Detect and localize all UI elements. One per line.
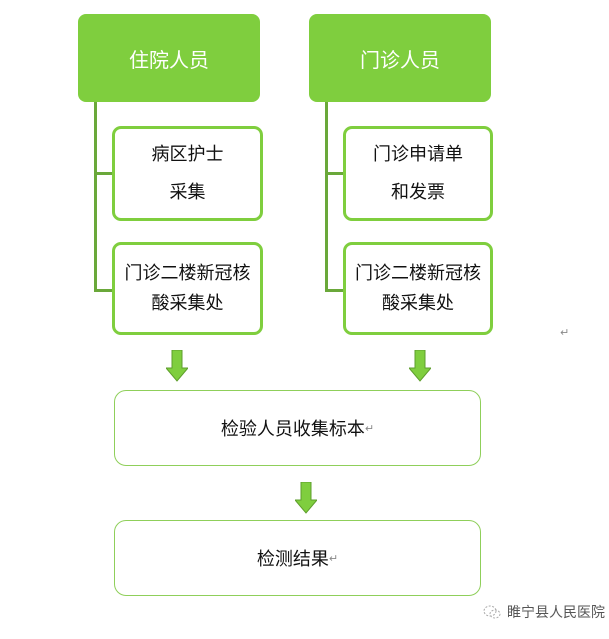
- outpatient-header: 门诊人员: [309, 14, 491, 102]
- down-arrow-icon: [166, 350, 188, 382]
- box-text: 检验人员收集标本: [220, 419, 365, 440]
- outpatient-form-box: 门诊申请单和发票: [343, 126, 493, 221]
- box-text: 和发票: [391, 181, 445, 203]
- connector-branch: [94, 172, 114, 175]
- watermark: 睢宁县人民医院: [483, 602, 605, 622]
- box-text: 检测结果: [256, 549, 329, 570]
- connector-line: [325, 102, 328, 292]
- down-arrow-icon: [409, 350, 431, 382]
- connector-branch: [325, 172, 345, 175]
- box-text: 采集: [169, 181, 206, 203]
- box-text: 酸采集处: [151, 292, 224, 314]
- paragraph-mark: ↵: [560, 326, 570, 339]
- down-arrow-icon: [295, 482, 317, 514]
- connector-line: [94, 102, 97, 292]
- outpatient-floor2-box: 门诊二楼新冠核酸采集处: [343, 242, 493, 335]
- header-label: 住院人员: [129, 47, 209, 72]
- box-text: 门诊申请单: [373, 143, 463, 165]
- inpatient-header: 住院人员: [78, 14, 260, 102]
- connector-branch: [325, 289, 345, 292]
- box-text: 病区护士: [151, 143, 224, 165]
- outpatient-floor2-box: 门诊二楼新冠核酸采集处: [112, 242, 263, 335]
- box-text: 门诊二楼新冠核: [355, 262, 481, 284]
- wechat-icon: [483, 605, 501, 619]
- collect-specimen-box: 检验人员收集标本↵: [114, 390, 481, 466]
- watermark-text: 睢宁县人民医院: [507, 605, 605, 621]
- paragraph-mark: ↵: [328, 551, 339, 565]
- connector-branch: [94, 289, 114, 292]
- paragraph-mark: ↵: [364, 421, 375, 435]
- box-text: 酸采集处: [382, 292, 454, 314]
- test-result-box: 检测结果↵: [114, 520, 481, 596]
- header-label: 门诊人员: [360, 47, 440, 72]
- box-text: 门诊二楼新冠核: [124, 262, 251, 284]
- ward-nurse-box: 病区护士采集: [112, 126, 263, 221]
